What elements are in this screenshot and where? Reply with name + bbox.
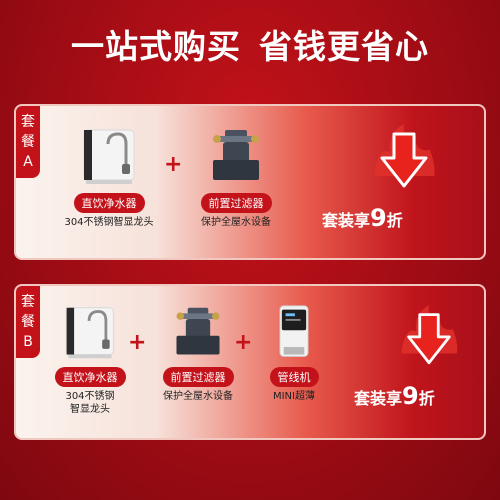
package-b-item-desc: 304不锈钢 智显龙头 bbox=[42, 390, 138, 416]
package-b-item-label: 管线机 bbox=[269, 367, 319, 387]
package-b-item-label: 前置过滤器 bbox=[162, 367, 234, 387]
down-arrow-icon bbox=[401, 305, 458, 365]
offer-number: 9 bbox=[402, 382, 419, 410]
package-a-offer: 套装享9折 bbox=[322, 204, 403, 232]
package-b-item-desc: 保护全屋水设备 bbox=[163, 391, 233, 402]
tag-char: 套 bbox=[21, 294, 35, 310]
headline-right: 省钱更省心 bbox=[259, 27, 429, 66]
tag-char: B bbox=[23, 334, 33, 350]
water-purifier-icon bbox=[66, 307, 114, 359]
offer-number: 9 bbox=[370, 204, 387, 232]
pre-filter-icon bbox=[213, 130, 259, 180]
package-b-item-pipeline[interactable]: 管线机 MINI超薄 bbox=[254, 304, 334, 403]
package-b-item-desc: MINI超薄 bbox=[272, 391, 315, 402]
plus-sign: + bbox=[128, 330, 147, 355]
tag-char: A bbox=[23, 154, 33, 170]
tag-char: 餐 bbox=[21, 314, 35, 330]
offer-prefix: 套装享 bbox=[354, 389, 403, 408]
plus-sign: + bbox=[164, 152, 183, 177]
offer-prefix: 套装享 bbox=[322, 211, 371, 230]
package-b-tag: 套 餐 B bbox=[16, 286, 40, 358]
package-a-item-prefilter[interactable]: 前置过滤器 保护全屋水设备 bbox=[186, 126, 286, 229]
down-arrow-icon bbox=[374, 124, 435, 188]
package-a-tag: 套 餐 A bbox=[16, 106, 40, 178]
plus-sign: + bbox=[234, 330, 253, 355]
package-b-panel[interactable]: 套 餐 B 直饮净水器 304不锈钢 智显龙头 + 前置过滤器 保护全屋水设 bbox=[14, 284, 486, 440]
package-a-item-desc: 304不锈钢智显龙头 bbox=[64, 217, 154, 228]
tag-char: 套 bbox=[21, 114, 35, 130]
pre-filter-icon bbox=[176, 307, 220, 355]
pipeline-machine-icon bbox=[279, 305, 309, 357]
headline-left: 一站式购买 bbox=[71, 27, 241, 66]
package-a-item-label: 直饮净水器 bbox=[73, 193, 145, 213]
package-a-item-purifier[interactable]: 直饮净水器 304不锈钢智显龙头 bbox=[54, 126, 164, 229]
package-b-offer: 套装享9折 bbox=[354, 382, 435, 410]
package-a-panel[interactable]: 套 餐 A 直饮净水器 304不锈钢智显龙头 + 前置过滤器 保护全屋水设备 bbox=[14, 104, 486, 260]
desc-line: 304不锈钢 bbox=[65, 391, 115, 402]
package-b-item-prefilter[interactable]: 前置过滤器 保护全屋水设备 bbox=[148, 304, 248, 403]
water-purifier-icon bbox=[83, 129, 135, 184]
package-a-item-label: 前置过滤器 bbox=[200, 193, 272, 213]
package-b-item-purifier[interactable]: 直饮净水器 304不锈钢 智显龙头 bbox=[42, 304, 138, 416]
offer-suffix: 折 bbox=[386, 211, 403, 230]
page-headline: 一站式购买省钱更省心 bbox=[0, 20, 500, 68]
package-b-item-label: 直饮净水器 bbox=[54, 367, 126, 387]
offer-suffix: 折 bbox=[418, 389, 435, 408]
package-a-item-desc: 保护全屋水设备 bbox=[201, 217, 271, 228]
desc-line: 智显龙头 bbox=[70, 404, 110, 415]
tag-char: 餐 bbox=[21, 134, 35, 150]
